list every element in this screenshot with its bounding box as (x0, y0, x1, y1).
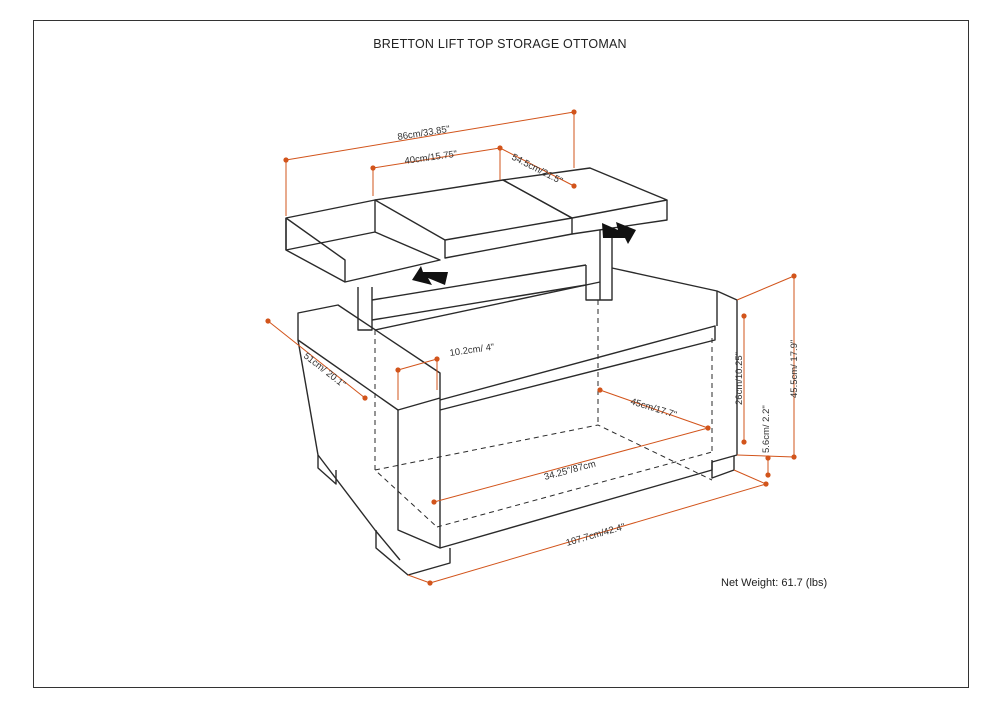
label-overall-height: 45.5cm/ 17.9" (789, 340, 800, 398)
back-left-leg (317, 455, 337, 485)
net-weight: Net Weight: 61.7 (lbs) (721, 577, 827, 589)
label-top-width: 86cm/33.85" (397, 124, 451, 143)
top-left-front-edge (285, 231, 441, 283)
dimension-labels: 86cm/33.85" 40cm/15.75" 54.5cm/21.5" 51c… (301, 124, 800, 549)
label-storage-width: 34.25"/87cm (543, 459, 597, 483)
lift-arrows (412, 222, 636, 285)
lift-hinge-right (599, 230, 613, 301)
storage-hidden-lines (374, 300, 713, 528)
dim-arm-depth (267, 320, 366, 399)
front-right-leg (711, 456, 735, 479)
dim-arm-width (397, 358, 438, 371)
lift-arrow-left-icon (412, 266, 448, 285)
page-title: BRETTON LIFT TOP STORAGE OTTOMAN (373, 37, 627, 51)
dim-storage-depth (599, 389, 709, 429)
dim-storage-width (433, 427, 709, 503)
top-left-section (285, 199, 376, 251)
label-center-width: 40cm/15.75" (404, 149, 458, 167)
net-weight-value: 61.7 (lbs) (781, 577, 828, 589)
top-center-panel (374, 179, 573, 241)
ottoman-outline (285, 167, 738, 576)
page-border (33, 20, 969, 688)
label-overall-width: 107.7cm/42.4" (565, 522, 627, 549)
left-arm-front (397, 398, 441, 549)
dim-top-depth (499, 147, 575, 187)
dim-overall-width (429, 483, 767, 584)
label-arm-width: 10.2cm/ 4" (449, 342, 495, 359)
dim-top-width (285, 111, 575, 161)
label-storage-depth: 45cm/17.7" (629, 396, 678, 420)
dimension-lines (267, 111, 795, 584)
dim-center-width (372, 147, 501, 169)
lift-hinge-left (357, 287, 373, 331)
right-arm (611, 267, 738, 463)
net-weight-label: Net Weight: (721, 577, 779, 589)
label-top-depth: 54.5cm/21.5" (510, 152, 565, 187)
front-panel-top (439, 325, 716, 411)
dimension-points (265, 109, 797, 586)
lift-arrow-right-icon (602, 222, 636, 244)
label-storage-height: 26cm/10.25" (734, 352, 745, 405)
label-leg-height: 5.6cm/ 2.2" (761, 405, 772, 453)
top-right-section (502, 167, 668, 219)
